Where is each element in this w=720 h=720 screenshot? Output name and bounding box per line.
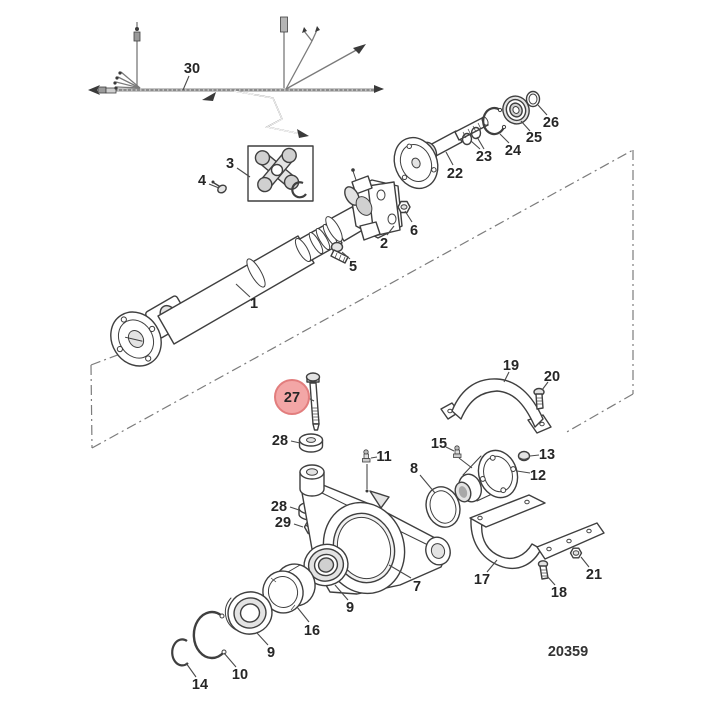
drive-shaft-1-drawing [110, 206, 367, 367]
wiring-harness-30-drawing [88, 16, 384, 138]
callout-13[interactable]: 13 [539, 447, 555, 463]
callout-9-upper[interactable]: 9 [346, 600, 354, 616]
sleeve-16-drawing [262, 563, 316, 614]
callout-7[interactable]: 7 [413, 579, 421, 595]
callout-18[interactable]: 18 [551, 585, 567, 601]
bolt-5-drawing [330, 241, 349, 264]
callout-24[interactable]: 24 [505, 143, 521, 159]
bearing-25-drawing [502, 95, 530, 125]
cover-19-drawing [440, 378, 552, 434]
callout-19[interactable]: 19 [503, 358, 519, 374]
callout-6[interactable]: 6 [410, 223, 418, 239]
callout-1[interactable]: 1 [250, 296, 258, 312]
callout-8[interactable]: 8 [410, 461, 418, 477]
callout-4[interactable]: 4 [198, 173, 206, 189]
callout-29[interactable]: 29 [275, 515, 291, 531]
callout-12[interactable]: 12 [530, 468, 546, 484]
retaining-ring-14-drawing [171, 638, 189, 667]
callout-20[interactable]: 20 [544, 369, 560, 385]
grease-fitting-4-drawing [211, 180, 227, 194]
fitting-11-drawing [362, 449, 371, 493]
callout-15[interactable]: 15 [431, 436, 447, 452]
o-ring-8-drawing [425, 486, 461, 528]
bolt-20-drawing [533, 387, 545, 410]
flanged-hub-12-drawing [454, 449, 519, 503]
yoke-2-drawing [344, 168, 403, 241]
cover-17-drawing [469, 494, 605, 569]
nut-21-drawing [569, 547, 583, 559]
bearing-9-lower-drawing [224, 591, 273, 635]
callout-21[interactable]: 21 [586, 567, 602, 583]
highlight-circle-part-27[interactable] [274, 379, 310, 415]
callout-27-highlighted[interactable]: 27 [284, 390, 300, 406]
bolt-27-drawing [305, 372, 321, 431]
bolt-18-drawing [537, 560, 549, 580]
harness-fan-wires [113, 71, 141, 90]
callout-30[interactable]: 30 [184, 61, 200, 77]
callout-25[interactable]: 25 [526, 130, 542, 146]
callout-2[interactable]: 2 [380, 236, 388, 252]
seal-9-upper-drawing [303, 543, 349, 587]
callout-14[interactable]: 14 [192, 677, 208, 693]
callout-5[interactable]: 5 [349, 259, 357, 275]
nut-6-drawing [397, 200, 411, 214]
callout-26[interactable]: 26 [543, 115, 559, 131]
callout-3[interactable]: 3 [226, 156, 234, 172]
callout-17[interactable]: 17 [474, 572, 490, 588]
u-joint-kit-3-drawing [247, 145, 314, 202]
output-shaft-22-drawing [393, 116, 489, 190]
mounting-plane-outline [90, 149, 634, 449]
leader-lines [182, 75, 590, 678]
callout-10[interactable]: 10 [232, 667, 248, 683]
callout-22[interactable]: 22 [447, 166, 463, 182]
snap-ring-24-drawing [482, 107, 507, 136]
o-ring-26-drawing [525, 90, 541, 108]
callout-23[interactable]: 23 [476, 149, 492, 165]
plug-13-drawing [517, 450, 531, 462]
callout-labels: 30 1 2 3 4 5 6 7 8 9 9 10 11 12 13 14 15… [184, 61, 602, 693]
callout-9-lower[interactable]: 9 [267, 645, 275, 661]
grease-fitting-15-drawing [453, 445, 473, 469]
drawing-number: 20359 [548, 644, 588, 660]
callout-11[interactable]: 11 [376, 449, 391, 465]
callout-16[interactable]: 16 [304, 623, 320, 639]
retaining-ring-10-drawing [192, 610, 227, 660]
o-rings-23-drawing [461, 126, 482, 146]
washer-28-upper-drawing [298, 433, 324, 453]
callout-28-upper[interactable]: 28 [272, 433, 288, 449]
callout-28-lower[interactable]: 28 [271, 499, 287, 515]
